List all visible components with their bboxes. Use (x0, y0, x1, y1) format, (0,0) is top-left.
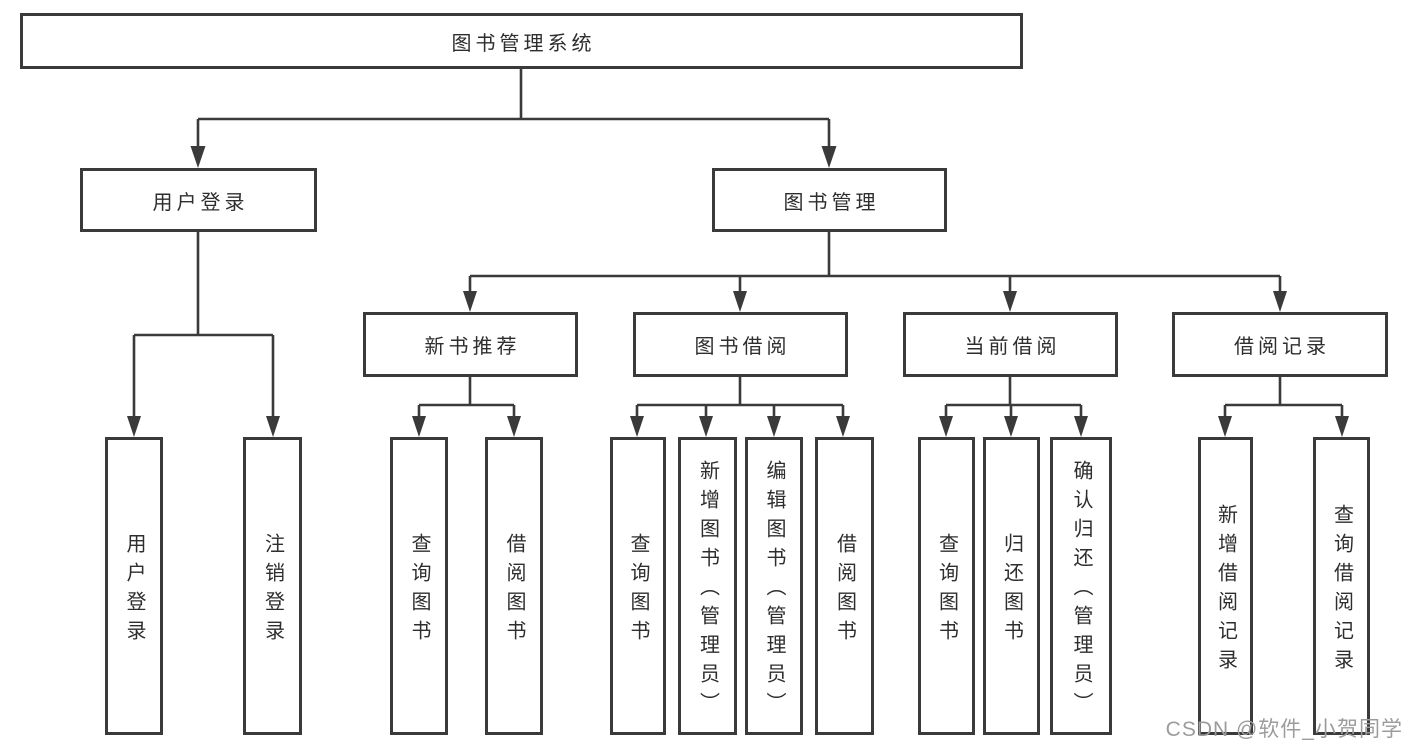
leaf-query-books-borrow-label: 查询图书 (627, 532, 649, 649)
leaf-add-borrow-record-label: 新增借阅记录 (1214, 503, 1237, 678)
node-book-management: 图书管理 (712, 168, 947, 232)
node-user-login: 用户登录 (80, 168, 317, 232)
leaf-query-borrow-record-label: 查询借阅记录 (1330, 503, 1353, 678)
leaf-borrow-books-recommend-label: 借阅图书 (503, 532, 525, 649)
leaf-query-books-recommend: 查询图书 (390, 437, 448, 735)
node-borrow-record: 借阅记录 (1172, 312, 1388, 377)
leaf-query-books-borrow: 查询图书 (610, 437, 666, 735)
leaf-edit-book-admin-label: 编辑图书（管理员） (763, 460, 785, 721)
leaf-query-borrow-record: 查询借阅记录 (1313, 437, 1370, 735)
node-root: 图书管理系统 (20, 13, 1023, 69)
leaf-query-books-current: 查询图书 (918, 437, 975, 735)
leaf-return-book: 归还图书 (983, 437, 1040, 735)
leaf-logout-label: 注销登录 (261, 532, 284, 649)
leaf-user-login: 用户登录 (105, 437, 163, 735)
leaf-add-book-admin-label: 新增图书（管理员） (696, 460, 719, 721)
leaf-borrow-books-recommend: 借阅图书 (485, 437, 543, 735)
leaf-borrow-books-label: 借阅图书 (833, 532, 856, 649)
leaf-query-books-recommend-label: 查询图书 (408, 532, 430, 649)
leaf-borrow-books: 借阅图书 (815, 437, 874, 735)
leaf-user-login-label: 用户登录 (123, 532, 145, 649)
leaf-logout: 注销登录 (243, 437, 302, 735)
leaf-add-borrow-record: 新增借阅记录 (1198, 437, 1253, 735)
leaf-return-book-label: 归还图书 (1000, 532, 1023, 649)
leaf-confirm-return-admin: 确认归还（管理员） (1050, 437, 1112, 735)
node-new-book-recommend: 新书推荐 (363, 312, 578, 377)
leaf-add-book-admin: 新增图书（管理员） (678, 437, 737, 735)
node-book-borrow: 图书借阅 (633, 312, 848, 377)
leaf-edit-book-admin: 编辑图书（管理员） (745, 437, 803, 735)
csdn-watermark: CSDN @软件_小贺同学 (1165, 718, 1403, 741)
leaf-confirm-return-admin-label: 确认归还（管理员） (1070, 460, 1092, 721)
leaf-query-books-current-label: 查询图书 (935, 532, 958, 649)
node-current-borrow: 当前借阅 (903, 312, 1118, 377)
